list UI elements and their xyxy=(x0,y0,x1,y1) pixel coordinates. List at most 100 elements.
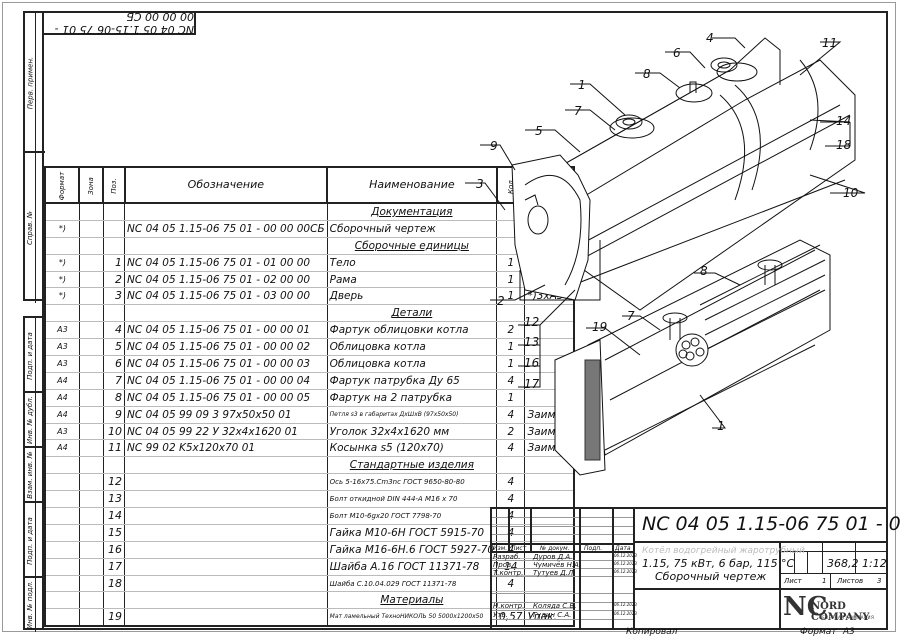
cell-designation xyxy=(124,523,328,542)
cell-zone xyxy=(78,473,104,492)
callout-label: 11 xyxy=(822,36,838,50)
scale-value: 1:12 xyxy=(862,557,887,570)
cell-zone xyxy=(78,371,104,390)
cell-zone xyxy=(78,523,104,542)
section-heading: Документация xyxy=(326,202,498,221)
callout-label: 2 xyxy=(497,294,505,308)
cell-pos xyxy=(102,236,126,255)
section-heading: Материалы xyxy=(326,591,498,610)
strip-label-sprav-no: Справ. № xyxy=(26,210,34,246)
strip-label-podp-data: Подп. и дата xyxy=(26,331,34,380)
section-heading: Сборочные единицы xyxy=(326,236,498,255)
title-block: NC 04 05 1.15-06 75 01 - 00 00 00 СБ Кот… xyxy=(490,507,900,630)
title-designation: NC 04 05 1.15-06 75 01 - 00 00 00 СБ xyxy=(642,513,900,535)
format-label: Формат xyxy=(800,627,837,637)
cell-pos: 12 xyxy=(102,473,126,492)
cell-name: Косынка s5 (120х70) xyxy=(326,439,498,458)
cell-name: Болт М10-6gх20 ГОСТ 7798-70 xyxy=(326,507,498,525)
cell-format xyxy=(44,473,80,492)
cell-note xyxy=(524,540,575,559)
cell-name: Фартук патрубка Ду 65 xyxy=(326,371,498,390)
callout-label: 5 xyxy=(535,124,543,138)
copied-label: Копировал xyxy=(626,627,678,637)
strip-divider xyxy=(25,391,45,393)
strip-label-inv-podl: Инв. № подл. xyxy=(26,580,35,630)
person-role: Разраб. xyxy=(493,553,521,561)
callout-label: 4 xyxy=(706,31,714,45)
cell-name: Гайка М16-6Н.6 ГОСТ 5927-70 xyxy=(326,540,498,559)
callout-label: 7 xyxy=(574,104,582,118)
col-date: Дата xyxy=(615,545,631,552)
cell-pos: 5 xyxy=(102,338,126,357)
person-name: Тутуев Д.Л. xyxy=(533,569,576,577)
callout-label: 9 xyxy=(490,139,498,153)
cell-format: А4 xyxy=(44,388,80,407)
person-role: Н.контр. xyxy=(493,602,525,610)
cell-zone xyxy=(78,270,104,289)
person-date: 06.12.2023 xyxy=(614,561,637,566)
cell-pos: 3 xyxy=(102,287,126,306)
strip-divider xyxy=(25,13,36,303)
strip-label-vzam-inv: Взам. инв. № xyxy=(26,451,34,499)
cell-format: *) xyxy=(44,287,80,306)
cell-format: А3 xyxy=(44,321,80,340)
cell-designation: NC 04 05 1.15-06 75 01 - 03 00 00 xyxy=(124,287,328,306)
cell-note: Упак. xyxy=(524,608,575,627)
person-date: 06.12.2023 xyxy=(614,611,637,616)
cell-pos xyxy=(102,591,126,610)
strip-divider xyxy=(25,151,45,153)
drawing-frame xyxy=(42,11,888,630)
cell-name: Шайба А.16 ГОСТ 11371-78 xyxy=(326,557,498,576)
cell-zone xyxy=(78,388,104,407)
callout-label: 1 xyxy=(578,78,586,92)
assembly-drawing-area xyxy=(455,20,885,500)
cell-qty: 14 xyxy=(496,557,526,576)
cell-pos: 9 xyxy=(102,405,126,424)
cell-designation: NC 04 05 1.15-06 75 01 - 00 00 02 xyxy=(124,338,328,357)
cell-zone xyxy=(78,304,104,323)
person-role: Т.контр. xyxy=(493,569,524,577)
title-line-2: 1.15, 75 кВт, 6 бар, 115 °С xyxy=(642,557,795,570)
cell-pos: 16 xyxy=(102,540,126,559)
title-line-1: Котёл водогрейный жаротрубный xyxy=(642,546,805,556)
company-name: NORD COMPANY xyxy=(811,601,870,623)
top-designation-text: NC 04 05 1.15-06 75 01 - 00 00 00 СБ xyxy=(54,9,194,36)
strip-divider xyxy=(25,501,45,503)
callout-label: 12 xyxy=(524,315,540,329)
cell-pos: 14 xyxy=(102,507,126,525)
cell-name: Мат ламельный ТехноНИКОЛЬ 50 5000х1200х5… xyxy=(326,608,498,627)
table-section-row: Стандартные изделия xyxy=(44,456,575,475)
cell-format xyxy=(44,202,80,221)
cell-zone xyxy=(78,202,104,221)
cell-format xyxy=(44,540,80,559)
format-value: А3 xyxy=(843,627,855,637)
sheets-label: Листов xyxy=(837,577,864,585)
title-line-3: Сборочный чертеж xyxy=(655,570,767,583)
cell-format: *) xyxy=(44,253,80,272)
cell-format xyxy=(44,456,80,475)
strip-label-inv-dubl: Инв. № дубл. xyxy=(26,396,34,444)
cell-pos: 7 xyxy=(102,371,126,390)
person-name: Гудин С.А. xyxy=(533,611,572,619)
header-name: Наименование xyxy=(326,166,498,204)
cell-name: Фартук на 2 патрубка xyxy=(326,388,498,407)
cell-note xyxy=(524,523,575,542)
company-logo: NC NORD COMPANY СЕВЕРНАЯ КОМПАНИЯ xyxy=(783,592,886,627)
callout-label: 7 xyxy=(627,309,635,323)
cell-pos: 6 xyxy=(102,355,126,373)
cell-pos: 10 xyxy=(102,422,126,441)
cell-designation: NC 04 05 1.15-06 75 01 - 00 00 01 xyxy=(124,321,328,340)
cell-format: А3 xyxy=(44,422,80,441)
person-date: 06.12.2023 xyxy=(614,553,637,558)
section-heading: Стандартные изделия xyxy=(326,456,498,475)
person-name: Дуров Д.А. xyxy=(533,553,573,561)
cell-qty: 4 xyxy=(496,523,526,542)
cell-format: А3 xyxy=(44,355,80,373)
